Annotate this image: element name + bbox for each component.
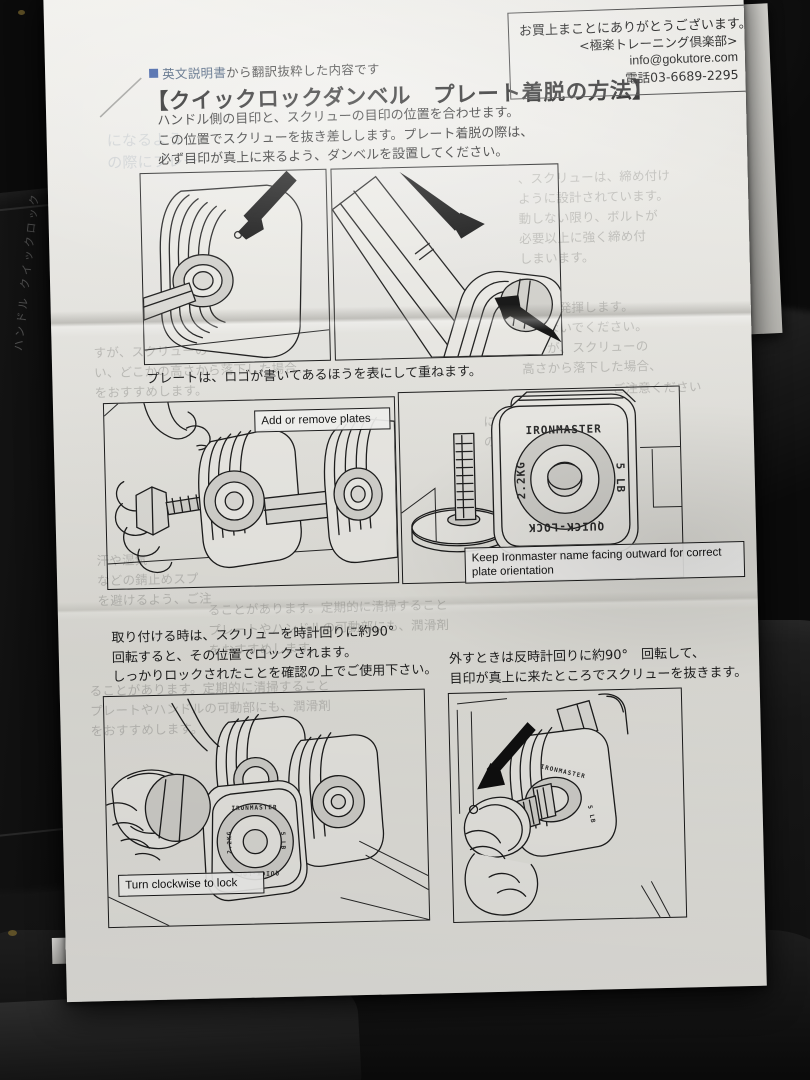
plate-brand-label: IRONMASTER <box>525 422 602 437</box>
figure-remove-screw-art: IRONMASTER 5 LB <box>449 689 686 922</box>
figure-screw-mark-closeup-art <box>331 172 562 359</box>
figure-add-remove-plates-art <box>104 397 398 589</box>
figure-add-remove-plates: Add or remove plates <box>102 396 400 591</box>
header-kicker: 英文説明書から翻訳抜粋した内容です <box>149 58 380 82</box>
figure-alignment-closeup <box>139 168 331 366</box>
kicker-rest-text: から翻訳抜粋した内容です <box>225 61 380 81</box>
background-speck <box>18 10 25 15</box>
plate-weight-lb-label: 5 LB <box>613 463 627 494</box>
front-plate-brand: IRONMASTER <box>231 804 277 812</box>
front-plate-lb: 5 LB <box>279 832 286 851</box>
section3-right-body: 外すときは反時計回りに約90° 回転して、 目印が真上に来たところでスクリューを… <box>448 645 748 687</box>
figure-plate-orientation-art: IRONMASTER 2.2KG 5 LB QUICK-LOCK <box>399 387 683 584</box>
instruction-sheet: になるよう の際にプレー 、スクリューは、締め付け ように設計されています。 動… <box>43 0 767 1003</box>
side-plate-lb: 5 LB <box>586 805 596 824</box>
paper-crease-lower <box>47 589 767 621</box>
background-speck <box>8 930 17 936</box>
figure-remove-screw: IRONMASTER 5 LB <box>447 687 688 923</box>
contact-box: お買上まことにありがとうございます。 <極楽トレーニング倶楽部> info@go… <box>507 4 752 100</box>
callout-turn-clockwise: Turn clockwise to lock <box>118 871 265 897</box>
plate-weight-kg-label: 2.2KG <box>514 461 528 499</box>
front-plate-kg: 2.2KG <box>226 831 234 854</box>
figure-screw-mark-closeup <box>330 163 563 361</box>
section1-body: ハンドル側の目印と、スクリューの目印の位置を合わせます。 この位置でスクリューを… <box>157 105 534 168</box>
blue-square-bullet-icon <box>149 68 159 78</box>
figure-alignment-closeup-art <box>141 170 330 364</box>
callout-add-remove-plates: Add or remove plates <box>254 407 391 433</box>
section2-body: プレートは、ロゴが書いてあるほうを表にして重ねます。 <box>146 364 482 388</box>
figure-plate-orientation: IRONMASTER 2.2KG 5 LB QUICK-LOCK Keep Ir… <box>397 385 746 585</box>
plate-system-label: QUICK-LOCK <box>528 519 605 534</box>
figure-turn-clockwise: IRONMASTER 2.2KG 5 LB QUICK-LOCK <box>102 688 431 929</box>
callout-plate-orientation: Keep Ironmaster name facing outward for … <box>464 541 746 584</box>
section3-left-body: 取り付ける時は、スクリューを時計回りに約90° 回転すると、その位置でロックされ… <box>111 624 438 685</box>
kicker-blue-text: 英文説明書 <box>161 65 227 82</box>
figure-turn-clockwise-art: IRONMASTER 2.2KG 5 LB QUICK-LOCK <box>104 690 429 927</box>
